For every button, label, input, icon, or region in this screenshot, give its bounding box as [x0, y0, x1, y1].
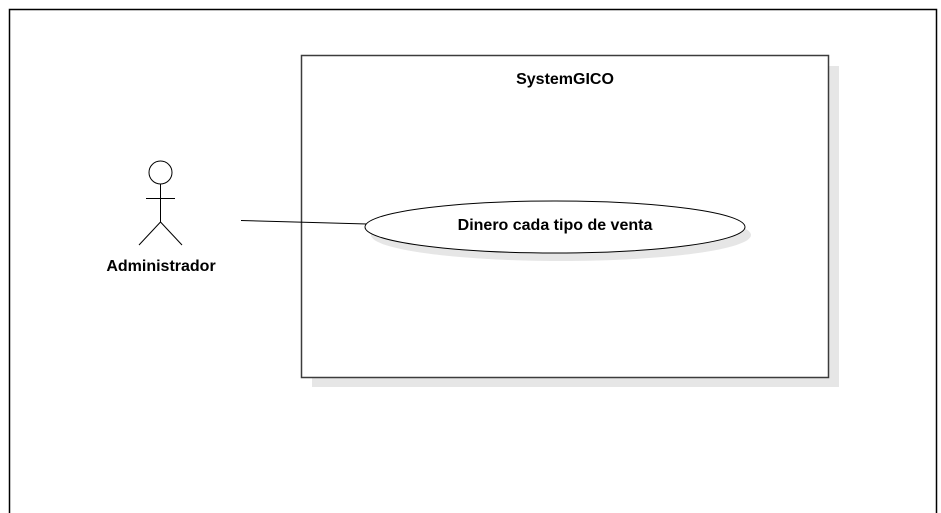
actor-figure[interactable] [138, 160, 183, 246]
use-case-label: Dinero cada tipo de venta [457, 217, 653, 234]
system-title: SystemGICO [516, 71, 614, 88]
actor-head [148, 160, 173, 185]
diagram-frame [8, 8, 938, 513]
actor-right-leg [160, 221, 183, 246]
association-line[interactable] [240, 220, 368, 225]
actor-label: Administrador [106, 258, 216, 275]
actor-left-leg [138, 221, 161, 246]
use-case-ellipse[interactable] [364, 200, 746, 254]
